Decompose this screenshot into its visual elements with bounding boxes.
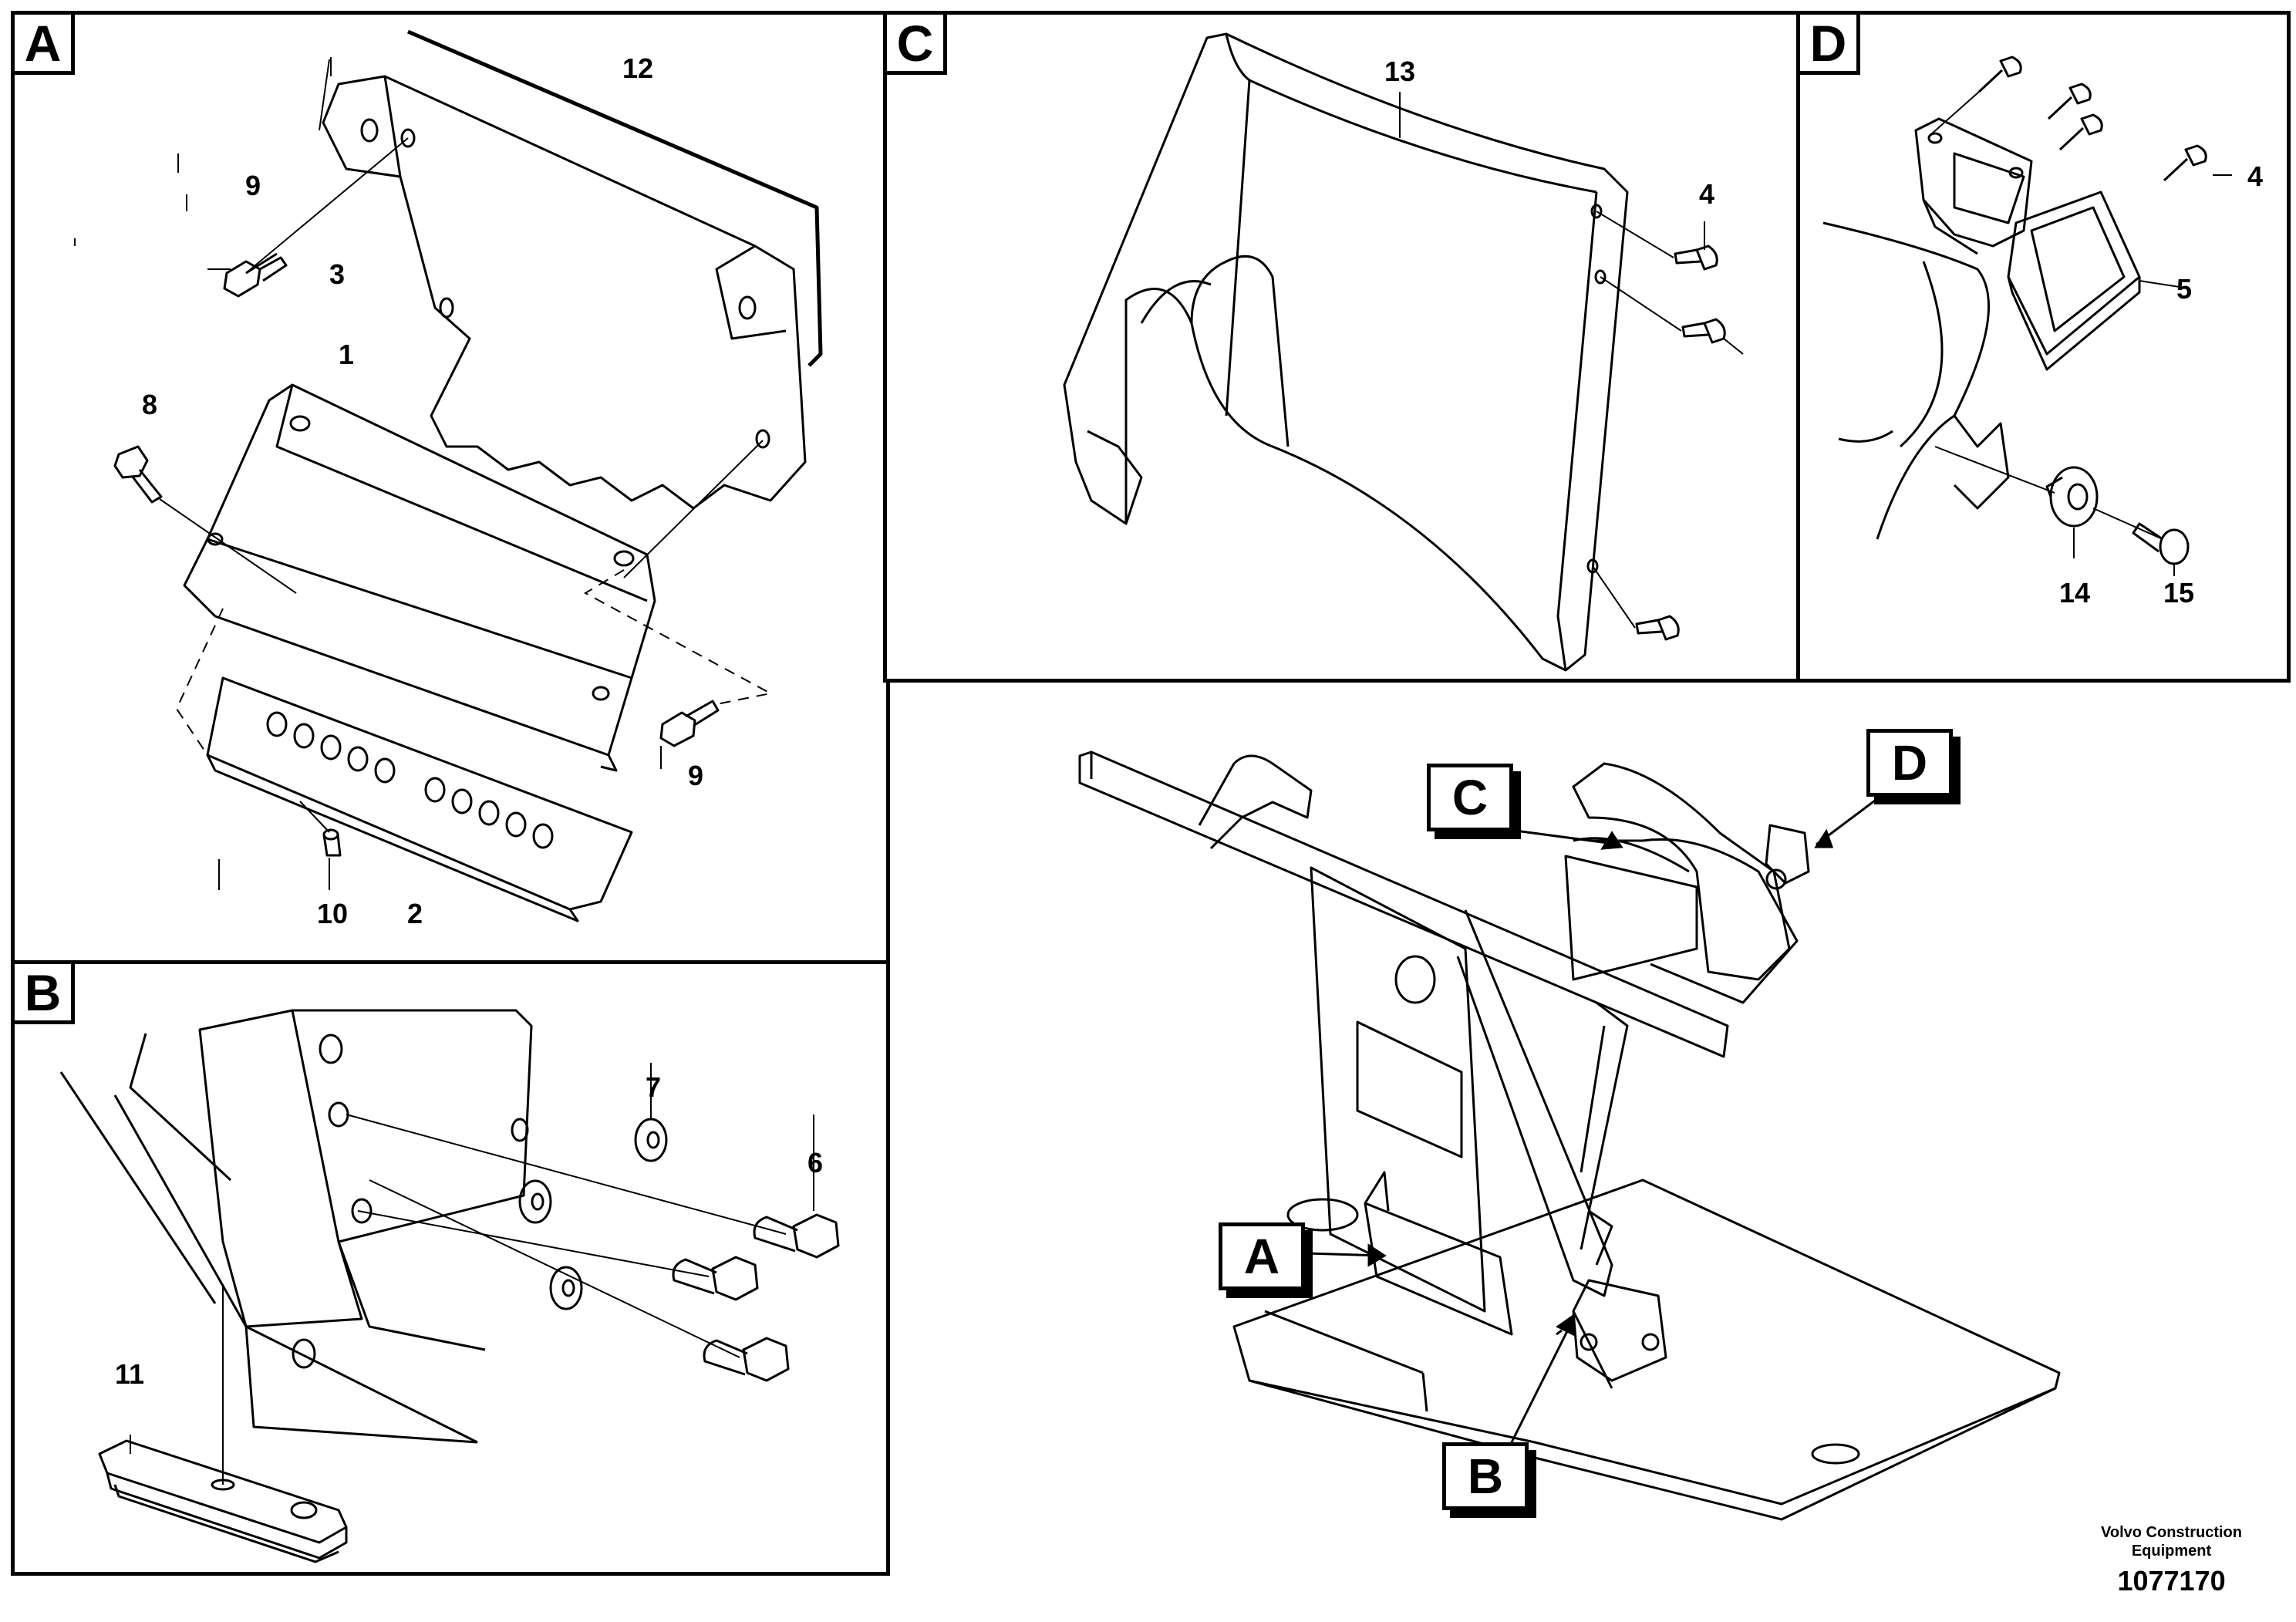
- panel-d-drawing: [1800, 15, 2294, 686]
- document-number: 1077170: [2117, 1565, 2226, 1597]
- panel-a-tag: A: [15, 15, 75, 75]
- panel-a: A: [11, 11, 890, 967]
- washer-part-7-top: [636, 1119, 666, 1161]
- top-crossbar: [1080, 752, 1728, 1057]
- pin-part-10: [324, 830, 340, 855]
- cabin-unit: [1573, 764, 1789, 980]
- part-number-2: 2: [406, 898, 423, 929]
- upper-bracket-part-3: [323, 76, 805, 508]
- duct-bracket: [1916, 119, 2031, 246]
- part-number-4: 4: [1698, 178, 1715, 210]
- panel-b-tag: B: [15, 964, 75, 1024]
- panel-d: D: [1796, 11, 2291, 683]
- panel-a-drawing: [15, 15, 894, 971]
- overview-callout-a: A: [1219, 1222, 1305, 1290]
- bolt-part-4-d3: [2060, 115, 2102, 150]
- bolt-part-4-d2: [2048, 84, 2090, 119]
- part-number-9-upper: 9: [244, 170, 261, 201]
- main-bracket-part-1: [184, 385, 655, 755]
- overview-callout-c: C: [1427, 764, 1513, 831]
- frame-structure: [200, 1010, 362, 1327]
- part-number-4-d: 4: [2247, 160, 2264, 192]
- part-number-5: 5: [2176, 273, 2193, 305]
- panel-b: B: [11, 960, 890, 1576]
- bolt-part-4-d4: [2164, 146, 2206, 180]
- plug-part-11: [99, 1441, 346, 1562]
- brand-line-2: Equipment: [2131, 1543, 2212, 1560]
- perforated-plate-part-2: [207, 678, 632, 909]
- washer-part-7-low: [551, 1267, 582, 1309]
- part-number-10: 10: [316, 898, 349, 929]
- part-number-1: 1: [338, 339, 355, 370]
- tower-panel: [1311, 868, 1485, 1311]
- bolt-part-4-d1: [1979, 57, 2021, 92]
- overview-callout-b: B: [1442, 1442, 1529, 1510]
- part-number-3: 3: [329, 258, 346, 290]
- part-number-12: 12: [622, 52, 654, 84]
- part-number-6: 6: [807, 1147, 824, 1179]
- bolt-part-6-mid: [673, 1257, 757, 1300]
- bolt-part-8: [115, 447, 161, 502]
- part-number-14: 14: [2058, 577, 2091, 609]
- panel-b-drawing: [15, 964, 894, 1580]
- grommet-part-14: [2047, 467, 2097, 526]
- plate-holes: [268, 713, 552, 848]
- panel-c: C: [883, 11, 1803, 683]
- part-number-15: 15: [2163, 577, 2195, 609]
- panel-c-tag: C: [887, 15, 947, 75]
- document-footer: Volvo Construction Equipment 1077170: [2101, 1523, 2242, 1597]
- part-number-8: 8: [141, 389, 158, 420]
- seal-strip-part-12: [408, 32, 821, 366]
- part-number-7: 7: [645, 1071, 662, 1103]
- seal-frame-part-5: [2008, 192, 2139, 369]
- part-number-13: 13: [1384, 56, 1416, 87]
- bolt-part-4-b: [1683, 319, 1725, 342]
- brand-line-1: Volvo Construction: [2101, 1524, 2242, 1541]
- bolt-part-4-a: [1675, 246, 1717, 269]
- bolt-part-9-upper: [224, 254, 286, 296]
- bolt-part-9-lower: [661, 701, 718, 746]
- panel-c-drawing: [887, 15, 1807, 686]
- overview-callout-d: D: [1866, 729, 1953, 797]
- panel-d-tag: D: [1800, 15, 1860, 75]
- washer-part-7-mid: [520, 1181, 551, 1222]
- bolt-part-6-top: [754, 1215, 838, 1257]
- part-number-11: 11: [114, 1358, 145, 1390]
- bolt-part-6-low: [704, 1338, 788, 1381]
- cover-part-13: [1064, 34, 1627, 670]
- bolt-part-4-c: [1637, 616, 1678, 639]
- floor-plate: [1234, 1180, 2059, 1504]
- part-number-9-lower: 9: [687, 760, 704, 791]
